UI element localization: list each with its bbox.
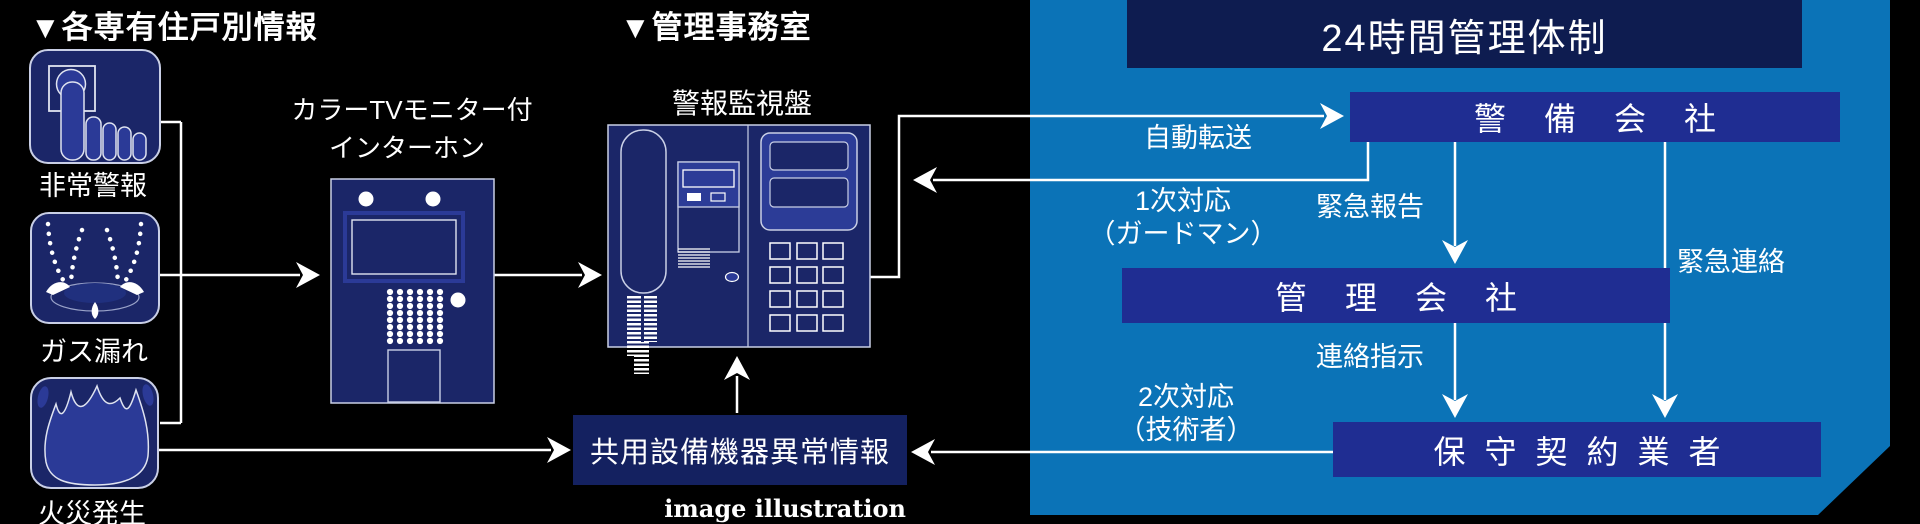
- auto-transfer-label: 自動転送: [1144, 123, 1252, 153]
- intercom-device: [330, 178, 495, 404]
- security-company-box: 警備会社: [1350, 92, 1840, 142]
- intercom-keypad-dots: [386, 288, 444, 345]
- first-response-label: 1次対応 （ガードマン）: [1089, 185, 1278, 251]
- emergency-report-label: 緊急報告: [1316, 192, 1424, 222]
- second-response-line2: （技術者）: [1118, 415, 1254, 445]
- alarm-panel-device: [607, 124, 871, 374]
- emergency-alarm-label: 非常警報: [39, 171, 147, 201]
- emergency-button-icon: [29, 49, 161, 164]
- fire-label: 火災発生: [38, 499, 146, 524]
- fire-icon: [30, 377, 159, 489]
- emergency-contact-label: 緊急連絡: [1677, 247, 1785, 277]
- intercom-label-line1: カラーTVモニター付: [291, 95, 533, 125]
- maintenance-contractor-box: 保守契約業者: [1333, 422, 1821, 477]
- shared-equipment-info-box: 共用設備機器異常情報: [573, 415, 907, 485]
- flow-lines: [158, 103, 1678, 465]
- title-bar-24h-management: 24時間管理体制: [1127, 0, 1802, 68]
- office-section-heading: ▼管理事務室: [620, 10, 812, 45]
- gas-leak-label: ガス漏れ: [40, 337, 148, 367]
- image-illustration-caption: image illustration: [664, 494, 906, 523]
- first-response-line1: 1次対応: [1134, 186, 1232, 216]
- gas-leak-icon: [30, 212, 160, 324]
- intercom-label-line2: インターホン: [328, 133, 486, 163]
- first-response-line2: （ガードマン）: [1088, 219, 1278, 249]
- panel-speaker-grill: [678, 248, 710, 268]
- second-response-line1: 2次対応: [1137, 382, 1235, 412]
- management-company-box: 管理会社: [1122, 268, 1670, 323]
- contact-instruction-label: 連絡指示: [1316, 342, 1424, 372]
- second-response-label: 2次対応 （技術者）: [1119, 381, 1254, 447]
- alarm-panel-label: 警報監視盤: [671, 88, 813, 119]
- units-section-heading: ▼各専有住戸別情報: [30, 10, 318, 45]
- panel-keypad: [769, 242, 844, 332]
